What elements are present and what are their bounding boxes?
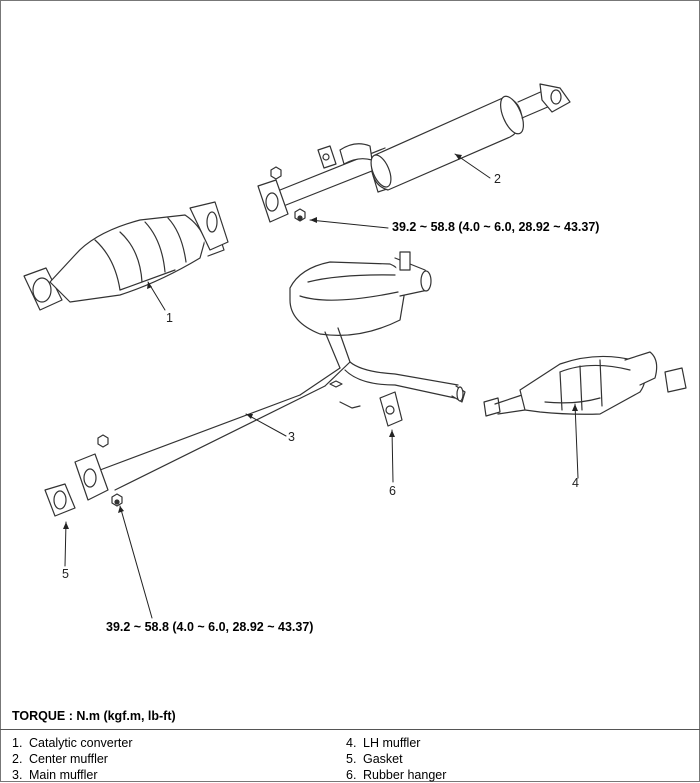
- exhaust-system-drawing: [23, 83, 687, 619]
- rubber-hanger: [379, 391, 403, 427]
- torque-spec-upper: 39.2 ~ 58.8 (4.0 ~ 6.0, 28.92 ~ 43.37): [392, 220, 600, 234]
- legend-item-lh-muffler: 4.LH muffler: [346, 736, 421, 750]
- callout-6: 6: [389, 484, 396, 498]
- legend-item-center-muffler: 2.Center muffler: [12, 752, 108, 766]
- center-muffler: [257, 83, 571, 223]
- torque-spec-lower: 39.2 ~ 58.8 (4.0 ~ 6.0, 28.92 ~ 43.37): [106, 620, 314, 634]
- main-muffler: [74, 385, 326, 507]
- leader-arrowheads: [63, 154, 578, 529]
- legend-item-gasket: 5.Gasket: [346, 752, 403, 766]
- callout-5: 5: [62, 567, 69, 581]
- footer-divider: [0, 729, 700, 730]
- legend-right-column: 4.LH muffler 5.Gasket 6.Rubber hanger: [346, 735, 446, 783]
- lh-muffler: [289, 251, 466, 409]
- legend-item-catalytic-converter: 1.Catalytic converter: [12, 736, 133, 750]
- lh-muffler-body: [483, 351, 687, 417]
- callout-1: 1: [166, 311, 173, 325]
- torque-units-label: TORQUE : N.m (kgf.m, lb-ft): [12, 709, 176, 723]
- callout-2: 2: [494, 172, 501, 186]
- gasket: [44, 483, 76, 517]
- legend-item-main-muffler: 3.Main muffler: [12, 768, 98, 782]
- callout-4: 4: [572, 476, 579, 490]
- catalytic-converter: [23, 201, 229, 311]
- legend-left-column: 1.Catalytic converter 2.Center muffler 3…: [12, 735, 133, 783]
- callout-3: 3: [288, 430, 295, 444]
- leader-lines: [64, 153, 579, 619]
- legend-item-rubber-hanger: 6.Rubber hanger: [346, 768, 447, 782]
